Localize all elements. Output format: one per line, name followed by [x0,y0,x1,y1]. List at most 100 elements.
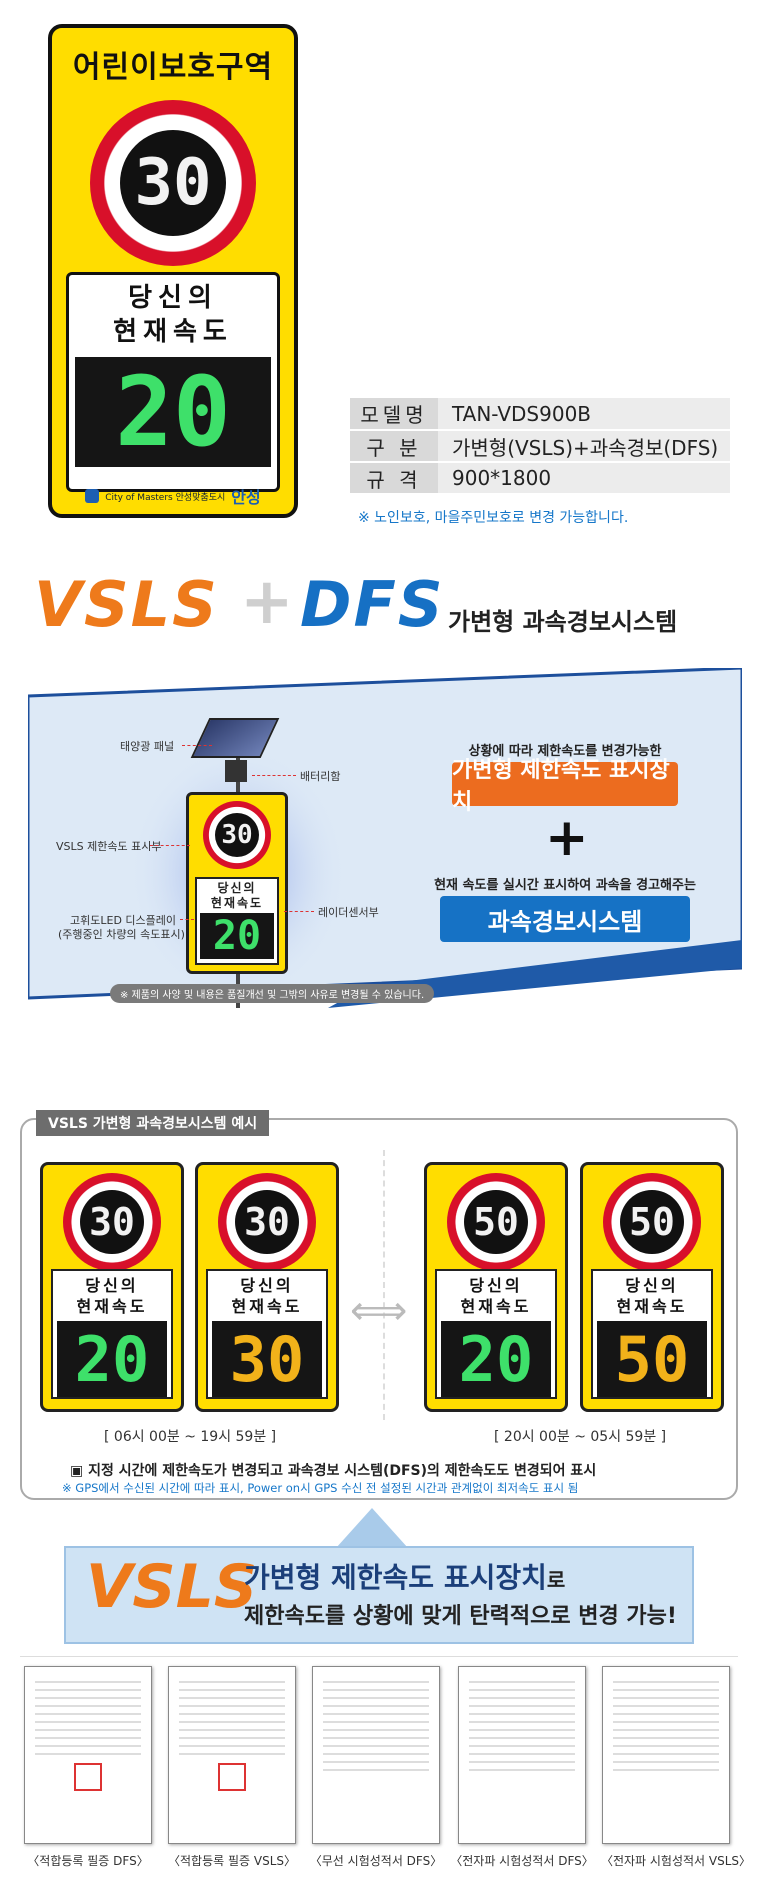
speed-sign-product: 어린이보호구역 30 당신의 현재속도 20 City of Masters 안… [48,24,298,518]
label-radar: 레이더센서부 [318,906,379,919]
banner-vsls: VSLS [86,1552,258,1622]
spec-value: TAN-VDS900B [438,398,730,431]
example-speed-value: 30 [212,1321,322,1397]
heading-dfs: DFS [300,568,445,641]
heading-plus: + [240,565,294,639]
banner-line2: 제한속도를 상황에 맞게 탄력적으로 변경 가능! [244,1604,677,1629]
city-logo-name: 안성 [231,488,261,507]
current-speed-panel: 당신의 현재속도 20 [66,272,280,492]
label-led-display-sub: (주행중인 차량의 속도표시) [58,928,185,941]
center-divider [383,1150,385,1420]
leader-line [180,919,194,920]
label-vsls-display: VSLS 제한속도 표시부 [56,840,162,853]
desc-dfs: 현재 속도를 실시간 표시하여 과속을 경고해주는 [434,878,696,893]
example-speed-label-2: 현재속도 [460,1297,532,1316]
desc-vsls: 상황에 따라 제한속도를 변경가능한 [468,744,662,759]
diagram-speed-label-2: 현재속도 [210,896,264,910]
example-limit-value: 50 [620,1190,684,1254]
example-speed-label-1: 당신의 [625,1276,679,1295]
heading-vsls: VSLS [34,568,219,641]
spec-value: 가변형(VSLS)+과속경보(DFS) [438,430,730,463]
example-speed-label-2: 현재속도 [231,1297,303,1316]
banner-title-main: 가변형 제한속도 표시장치 [244,1561,547,1594]
diagram-limit-value: 30 [215,813,259,857]
label-solar-panel: 태양광 패널 [120,740,175,753]
city-logo-small: City of Masters 안성맞춤도시 [105,492,226,503]
current-speed-label-2: 현재속도 [113,317,233,347]
spec-note: ※ 노인보호, 마을주민보호로 변경 가능합니다. [358,510,629,526]
banner-title-suffix: 로 [546,1568,566,1592]
certificate-caption: 〈전자파 시험성적서 DFS〉 [450,1854,594,1868]
up-arrow-icon [336,1508,408,1548]
seal-stamp-icon [74,1763,102,1791]
time-label-day: [ 06시 00분 ~ 19시 59분 ] [104,1429,277,1445]
example-speed-label-1: 당신의 [469,1276,523,1295]
certificates-divider [20,1656,738,1657]
certificate-caption: 〈무선 시험성적서 DFS〉 [309,1854,443,1868]
example-tag: VSLS 가변형 과속경보시스템 예시 [36,1110,270,1136]
city-logo-icon [85,489,100,503]
label-led-display: 고휘도LED 디스플레이 [70,914,177,927]
example-speed-value: 20 [441,1321,551,1397]
example-limit-value: 30 [235,1190,299,1254]
example-note-sub: ※ GPS에서 수신된 시간에 따라 표시, Power on시 GPS 수신 … [62,1481,579,1495]
vsls-banner [64,1546,694,1644]
example-limit-disc: 30 [63,1173,161,1271]
spec-key: 구 분 [350,430,438,463]
certificate-document[interactable] [458,1666,586,1844]
certificate-document[interactable] [24,1666,152,1844]
diagram-speed-label-1: 당신의 [217,881,257,895]
banner-title: 가변형 제한속도 표시장치로 [244,1556,565,1596]
certificate-document[interactable] [312,1666,440,1844]
spec-key: 규 격 [350,462,438,495]
example-speed-panel: 당신의 현재속도 30 [206,1269,328,1399]
leader-line [284,911,314,912]
spec-row: 규 격 900*1800 [350,462,730,495]
diagram-disclaimer: ※ 제품의 사양 및 내용은 품질개선 및 그밖의 사유로 변경될 수 있습니다… [110,984,435,1003]
battery-box-icon [225,760,247,782]
certificate-document[interactable] [602,1666,730,1844]
example-limit-disc: 50 [603,1173,701,1271]
certificate-caption: 〈적합등록 필증 VSLS〉 [168,1854,296,1868]
switch-arrows-icon: ⟺ [350,1288,408,1334]
pill-dfs: 과속경보시스템 [440,896,690,942]
example-speed-panel: 당신의 현재속도 50 [591,1269,713,1399]
spec-value: 900*1800 [438,462,730,495]
diagram-speed-panel: 당신의 현재속도 20 [195,877,279,965]
heading-subtitle: 가변형 과속경보시스템 [448,608,678,636]
time-label-night: [ 20시 00분 ~ 05시 59분 ] [494,1429,667,1445]
example-limit-disc: 30 [218,1173,316,1271]
spec-table: 모델명 TAN-VDS900B 구 분 가변형(VSLS)+과속경보(DFS) … [350,398,730,495]
leader-line [182,745,212,746]
speed-limit-disc: 30 [90,100,256,266]
example-limit-value: 30 [80,1190,144,1254]
example-sign: 30 당신의 현재속도 30 [195,1162,339,1412]
zone-title: 어린이보호구역 [72,50,274,85]
city-logo: City of Masters 안성맞춤도시 안성 [52,484,294,508]
pill-vsls: 가변형 제한속도 표시장치 [452,758,678,815]
seal-stamp-icon [218,1763,246,1791]
leader-line [252,775,296,776]
example-note-main: ▣ 지정 시간에 제한속도가 변경되고 과속경보 시스템(DFS)의 제한속도도… [70,1463,597,1479]
certificate-document[interactable] [168,1666,296,1844]
example-speed-panel: 당신의 현재속도 20 [435,1269,557,1399]
example-speed-label-2: 현재속도 [616,1297,688,1316]
example-speed-label-2: 현재속도 [76,1297,148,1316]
leader-line [150,845,190,846]
spec-key: 모델명 [350,398,438,431]
certificate-caption: 〈적합등록 필증 DFS〉 [27,1854,149,1868]
plus-sign: + [545,808,589,868]
spec-row: 모델명 TAN-VDS900B [350,398,730,431]
example-sign: 50 당신의 현재속도 50 [580,1162,724,1412]
example-sign: 30 당신의 현재속도 20 [40,1162,184,1412]
current-speed-value: 20 [75,356,271,468]
example-speed-label-1: 당신의 [85,1276,139,1295]
example-speed-value: 50 [597,1321,707,1397]
example-sign: 50 당신의 현재속도 20 [424,1162,568,1412]
example-speed-panel: 당신의 현재속도 20 [51,1269,173,1399]
label-battery: 배터리함 [300,770,341,783]
example-speed-value: 20 [57,1321,167,1397]
certificate-caption: 〈전자파 시험성적서 VSLS〉 [600,1854,752,1868]
example-limit-value: 50 [464,1190,528,1254]
diagram-sign: 30 당신의 현재속도 20 [186,792,288,974]
